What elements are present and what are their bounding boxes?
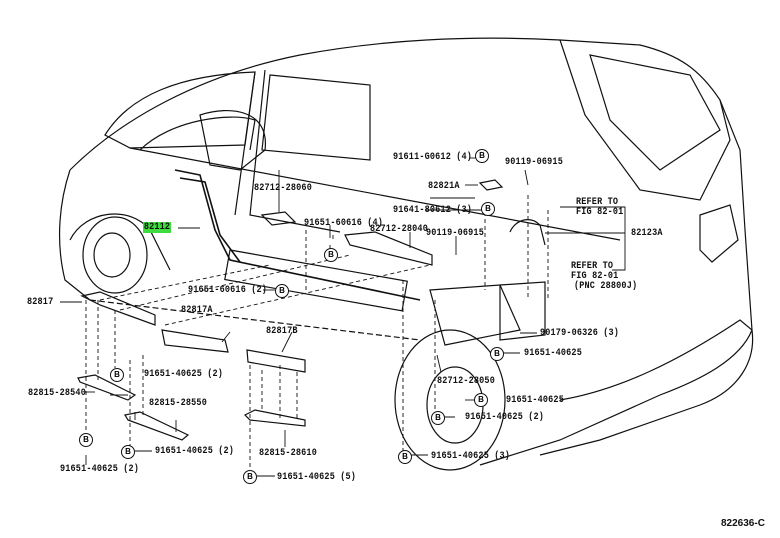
part-label-91651-40625-lower-2[interactable]: 91651-40625 (2): [155, 446, 235, 457]
bolt-marker: B: [490, 347, 504, 361]
body-side-line: [129, 147, 621, 241]
part-label-82712-28040[interactable]: 82712-28040: [370, 224, 428, 235]
bolt-marker: B: [475, 149, 489, 163]
bracket-82712-28040: [344, 231, 433, 266]
refer-note-2-line2[interactable]: FIG 82-01: [571, 271, 619, 282]
bolt-marker: B: [110, 368, 124, 382]
part-label-90119-06915-top[interactable]: 90119-06915: [505, 157, 563, 168]
part-label-91651-60616-2[interactable]: 91651-60616 (2): [188, 285, 268, 296]
side-window: [261, 74, 371, 161]
part-label-91651-40625-bottom-2[interactable]: 91651-40625 (2): [60, 464, 140, 475]
part-label-91651-40625-right[interactable]: 91651-40625: [524, 348, 582, 359]
part-label-82112[interactable]: 82112: [143, 222, 172, 233]
refer-note-2-line3: (PNC 28800J): [574, 281, 638, 292]
part-label-91651-60616-4[interactable]: 91651-60616 (4): [304, 218, 384, 229]
bracket-82817: [80, 291, 156, 326]
bumper: [539, 319, 754, 456]
front-body: [58, 169, 91, 301]
part-label-91651-40625-left-2[interactable]: 91651-40625 (2): [144, 369, 224, 380]
refer-note-1-line2[interactable]: FIG 82-01: [576, 207, 624, 218]
bracket-82821a: [478, 179, 504, 191]
front-hub: [93, 232, 131, 278]
side-door-frame: [234, 69, 341, 233]
refer-note-2-line1: REFER TO: [571, 261, 614, 272]
bolt-marker: B: [121, 445, 135, 459]
part-label-82817a[interactable]: 82817A: [181, 305, 213, 316]
part-label-82815-28550[interactable]: 82815-28550: [149, 398, 207, 409]
part-label-91651-40625-mid[interactable]: 91651-40625: [506, 395, 564, 406]
abs-unit: [429, 284, 521, 346]
diagram-code: 822636-C: [721, 518, 765, 529]
harness-rail: [224, 249, 408, 312]
part-label-91651-40625-3[interactable]: 91651-40625 (3): [431, 451, 511, 462]
part-label-82817b[interactable]: 82817B: [266, 326, 298, 337]
bolt-marker: B: [398, 450, 412, 464]
bracket-82815-28610: [243, 409, 306, 427]
part-label-91651-40625-mid-2[interactable]: 91651-40625 (2): [465, 412, 545, 423]
bracket-82815-28550: [124, 411, 190, 441]
sensor-cable-82123a: [509, 219, 546, 246]
bracket-82815-28540: [77, 374, 137, 401]
rocker-line: [89, 299, 421, 341]
bracket-82817a: [161, 329, 229, 353]
bolt-marker: B: [275, 284, 289, 298]
part-label-90179-06326[interactable]: 90179-06326 (3): [540, 328, 620, 339]
rear-window: [589, 54, 721, 171]
bolt-marker: B: [79, 433, 93, 447]
part-label-91641-80612[interactable]: 91641-80612 (3): [393, 205, 473, 216]
bolt-marker: B: [324, 248, 338, 262]
wire-harness: [174, 169, 421, 301]
part-label-91651-40625-5[interactable]: 91651-40625 (5): [277, 472, 357, 483]
rear-hatch: [559, 39, 731, 201]
refer-note-1-line1: REFER TO: [576, 197, 619, 208]
bracket-82712-28060: [260, 211, 297, 226]
part-label-82815-28610[interactable]: 82815-28610: [259, 448, 317, 459]
solid-leaders: [60, 157, 626, 477]
windshield: [104, 71, 256, 149]
taillight: [699, 204, 739, 263]
bolt-marker: B: [481, 202, 495, 216]
seat: [199, 109, 266, 171]
bolt-marker: B: [474, 393, 488, 407]
bolt-marker: B: [431, 411, 445, 425]
bolt-marker: B: [243, 470, 257, 484]
part-label-82815-28540[interactable]: 82815-28540: [28, 388, 86, 399]
part-label-91611-g0612[interactable]: 91611-G0612 (4): [393, 152, 473, 163]
part-label-90119-06915-mid[interactable]: 90119-06915: [426, 228, 484, 239]
front-wheel: [82, 216, 148, 294]
dashed-leaders: [85, 195, 549, 475]
part-label-82123a[interactable]: 82123A: [631, 228, 663, 239]
roof-outline: [69, 37, 753, 466]
part-label-82712-28050[interactable]: 82712-28050: [437, 376, 495, 387]
bracket-82817b: [246, 349, 306, 373]
part-label-82821a[interactable]: 82821A: [428, 181, 460, 192]
rear-wheel: [394, 329, 506, 471]
part-label-82712-28060[interactable]: 82712-28060: [254, 183, 312, 194]
part-label-82817[interactable]: 82817: [27, 297, 54, 308]
battery-box: [499, 281, 546, 341]
dashboard: [139, 116, 256, 151]
